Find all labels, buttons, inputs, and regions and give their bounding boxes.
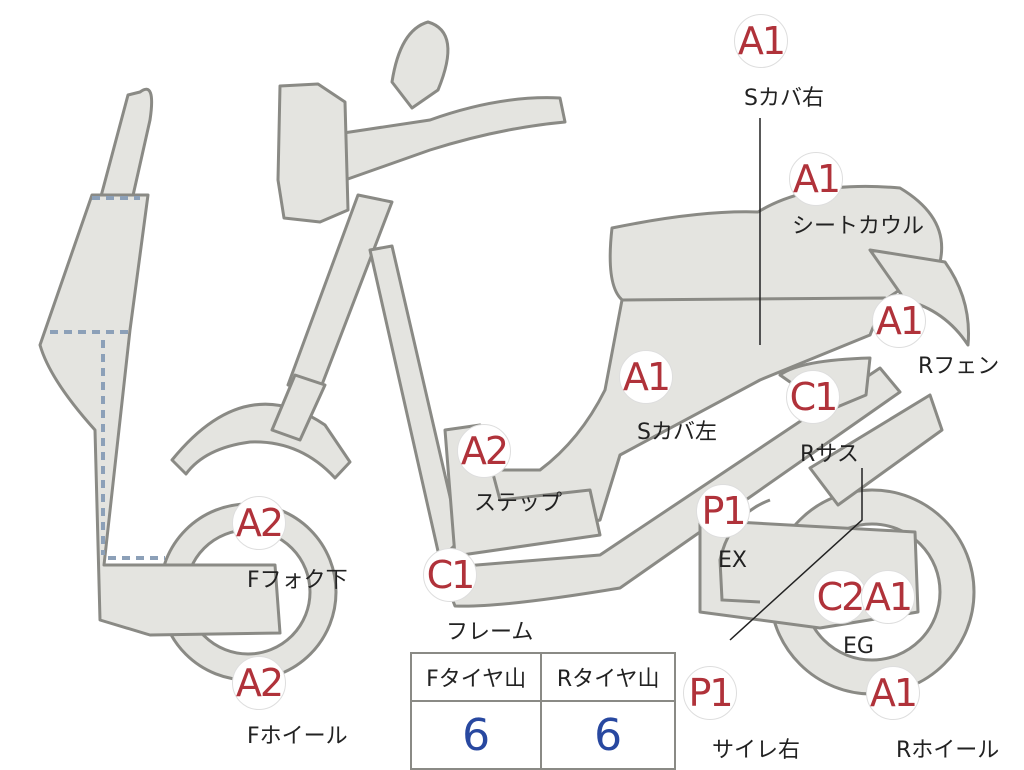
rear-tire-value: 6 — [594, 709, 623, 761]
s-cover-left-grade-badge: A1 — [619, 350, 673, 404]
front-panel-shape — [38, 193, 282, 637]
r-fender-label: Rフェン — [918, 354, 1000, 379]
s-cover-left-label: Sカバ左 — [637, 420, 717, 445]
steering-column-shape — [286, 193, 394, 397]
mirror-shape — [390, 20, 450, 110]
front-tire-value: 6 — [412, 701, 543, 768]
front-fender-shape — [170, 402, 352, 480]
f-wheel-label: Fホイール — [247, 724, 348, 749]
front-fork-shape — [270, 373, 327, 442]
tire-tread-table: Fタイヤ山 Rタイヤ山 6 6 — [410, 652, 676, 770]
exhaust-label: EX — [718, 548, 747, 573]
r-suspension-grade-badge: C1 — [786, 370, 840, 424]
s-cover-right-grade-badge: A1 — [734, 14, 788, 68]
step-label: ステップ — [474, 491, 563, 516]
r-fender-grade-badge: A1 — [872, 294, 926, 348]
muffler-right-grade-badge: P1 — [683, 666, 737, 720]
headlight-shape — [276, 82, 350, 224]
exhaust-grade-badge: P1 — [696, 484, 750, 538]
body-cover-shape — [460, 296, 887, 547]
leg-shield-shape — [98, 87, 154, 202]
seat-shape — [608, 184, 944, 304]
frame-grade-badge: C1 — [423, 548, 477, 602]
f-fork-lower-label: Fフォク下 — [247, 568, 348, 593]
engine-right-grade-badge: A1 — [861, 570, 915, 624]
handlebar-shape — [328, 96, 567, 182]
frame-label: フレーム — [446, 620, 534, 645]
engine-label: EG — [843, 634, 874, 659]
muffler-right-label: サイレ右 — [712, 738, 801, 763]
step-grade-badge: A2 — [457, 424, 511, 478]
f-fork-lower-grade-badge: A2 — [232, 496, 286, 550]
r-wheel-label: Rホイール — [896, 738, 1000, 763]
r-suspension-label: Rサス — [800, 442, 859, 467]
r-wheel-grade-badge: A1 — [866, 666, 920, 720]
rear-suspension-shape — [808, 393, 944, 507]
rear-tire-header: Rタイヤ山 — [541, 654, 674, 702]
seat-cowl-grade-badge: A1 — [789, 152, 843, 206]
seat-cowl-label: シートカウル — [792, 214, 925, 239]
engine-left-grade-badge: C2 — [813, 570, 867, 624]
frame-shape — [368, 244, 462, 562]
front-tire-header: Fタイヤ山 — [412, 654, 543, 702]
f-wheel-grade-badge: A2 — [232, 656, 286, 710]
s-cover-right-label: Sカバ右 — [744, 86, 824, 111]
rear-fender-shape — [868, 248, 970, 347]
